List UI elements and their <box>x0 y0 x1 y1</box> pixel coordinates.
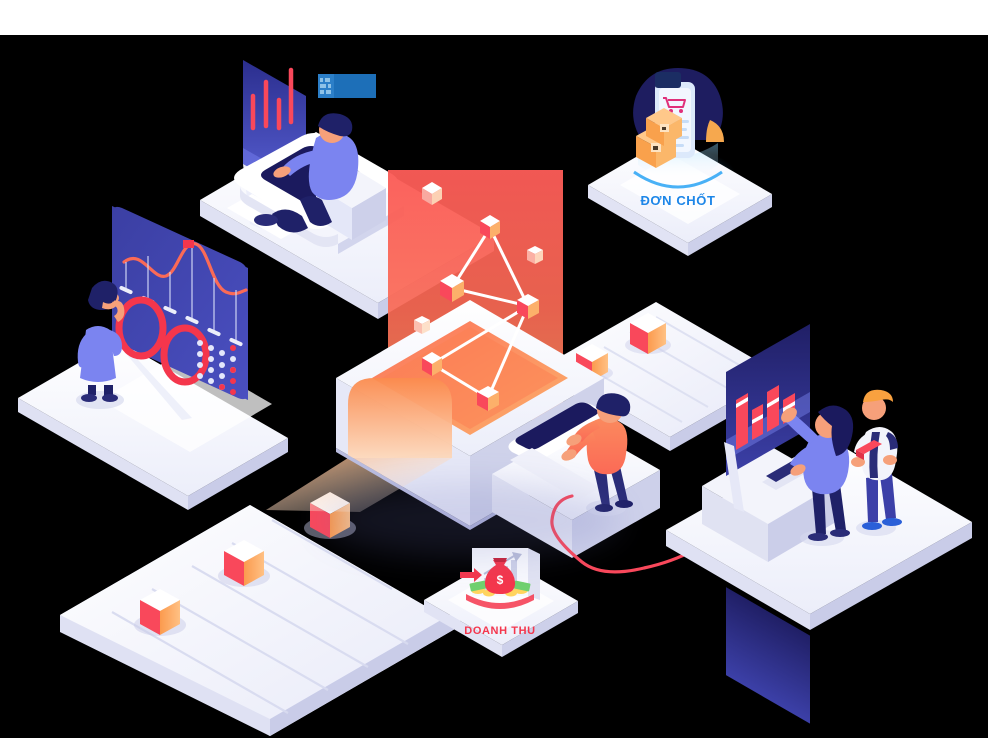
hub-archway <box>348 378 452 458</box>
don-chot-label: ĐƠN CHỐT <box>640 193 715 208</box>
conveyor-box <box>218 540 270 587</box>
conveyor-left <box>60 492 460 736</box>
blue-banner <box>318 74 376 98</box>
network-node <box>517 294 539 319</box>
ambient-shadow <box>320 482 620 558</box>
doanh-thu-platform: $ DOANH THU <box>424 548 578 657</box>
donut-chart-2 <box>160 324 210 386</box>
money-bag-icon: $ <box>484 558 516 594</box>
network-node <box>422 352 442 376</box>
network-node <box>440 274 464 302</box>
conveyor-box <box>625 313 671 354</box>
colleague-man-clipboard <box>851 389 902 536</box>
monitor-bars <box>250 67 294 131</box>
large-touchscreen <box>508 402 609 500</box>
package-box-icon <box>646 108 682 146</box>
standing-person-phone <box>76 280 125 409</box>
floating-cube <box>527 246 543 264</box>
don-chot-platform: ĐƠN CHỐT <box>588 68 772 256</box>
network-node <box>477 386 499 411</box>
floating-cube <box>414 316 430 334</box>
top-white-band <box>0 0 988 35</box>
doanh-thu-label: DOANH THU <box>464 625 535 637</box>
clipboard-icon <box>856 440 882 460</box>
donut-chart-1 <box>115 296 167 360</box>
conveyor-box <box>134 589 186 636</box>
svg-text:$: $ <box>497 573 504 587</box>
cyan-glow-arc <box>633 170 723 189</box>
seated-person <box>254 113 386 240</box>
dashboard-screen <box>106 206 248 420</box>
line-chart-series <box>122 242 248 296</box>
network-node <box>480 215 500 239</box>
hub-floor-glow <box>266 458 452 512</box>
chart-marker-flag <box>183 240 194 248</box>
presenter-woman-pointing <box>781 405 854 546</box>
dashboard-platform <box>18 206 288 510</box>
red-arrow-icon <box>460 568 482 582</box>
floating-cube <box>422 182 442 205</box>
dot-matrix <box>197 340 236 395</box>
presentation-platform <box>666 324 972 724</box>
chart-droplines <box>125 244 237 344</box>
